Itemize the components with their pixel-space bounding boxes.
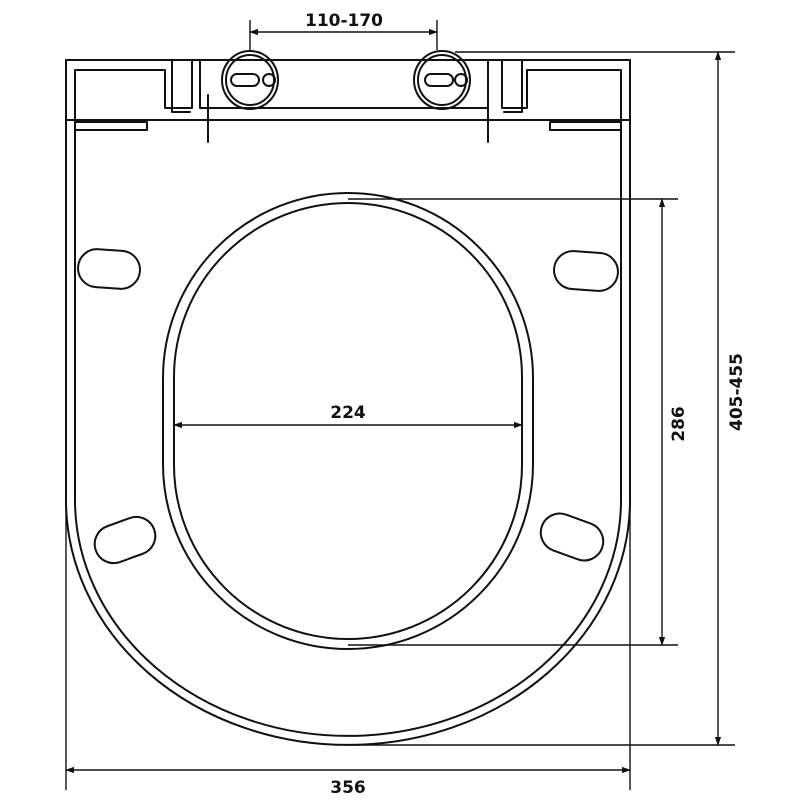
dimension-hinge-spacing: 110-170: [249, 11, 438, 50]
dimension-opening-width: 224: [173, 403, 523, 429]
bumper-pad-top-right: [553, 250, 619, 292]
opening-length-label: 286: [669, 406, 689, 442]
hinge-spacing-label: 110-170: [305, 11, 383, 31]
bumper-pad-bottom-right: [539, 512, 605, 562]
seat-opening-inner: [173, 202, 523, 640]
right-hinge-plate: [413, 50, 471, 110]
dimension-opening-length: 286: [348, 198, 689, 646]
bumper-pad-top-left: [77, 248, 141, 290]
bumper-pad-bottom-left: [93, 515, 157, 565]
overall-width-label: 356: [330, 778, 366, 798]
dimension-overall-width: 356: [65, 500, 631, 798]
seat-inner-rim: [74, 121, 622, 737]
overall-length-label: 405-455: [727, 353, 747, 431]
left-hinge-plate: [221, 50, 279, 110]
opening-width-label: 224: [330, 403, 366, 423]
dimension-overall-length: 405-455: [345, 51, 747, 746]
hinge-band: [65, 59, 631, 143]
seat-opening-outer: [162, 192, 534, 650]
